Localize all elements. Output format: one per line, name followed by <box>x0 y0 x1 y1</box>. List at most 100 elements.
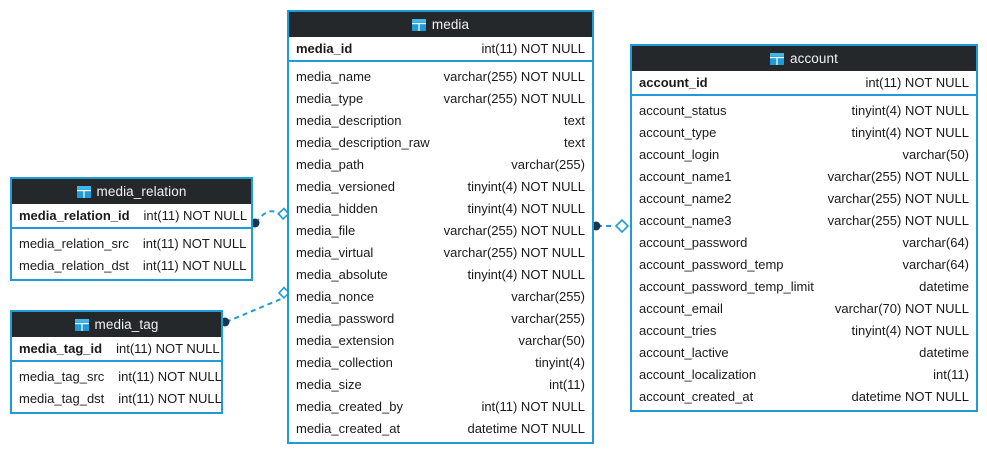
entity-media_tag-columns: media_tag_src int(11) NOT NULL media_tag_… <box>12 362 222 412</box>
table-row: media_hidden tinyint(4) NOT NULL <box>289 197 592 219</box>
column-type: int(11) <box>933 366 969 382</box>
table-row: account_name3 varchar(255) NOT NULL <box>632 209 976 231</box>
column-name: account_tries <box>639 322 717 338</box>
column-name: media_hidden <box>296 200 378 216</box>
column-name: account_login <box>639 146 720 162</box>
column-name: account_name3 <box>639 212 732 228</box>
column-name: media_virtual <box>296 244 374 260</box>
column-type: tinyint(4) NOT NULL <box>467 200 585 216</box>
column-type: datetime <box>919 278 969 294</box>
relationship-media-account[interactable] <box>591 218 630 234</box>
column-name: account_type <box>639 124 717 140</box>
table-row: media_versioned tinyint(4) NOT NULL <box>289 175 592 197</box>
column-name: media_tag_dst <box>19 390 105 406</box>
column-name: media_nonce <box>296 288 375 304</box>
column-name: account_email <box>639 300 723 316</box>
column-type: datetime <box>919 344 969 360</box>
column-name: account_password_temp_limit <box>639 278 814 294</box>
column-type: varchar(255) NOT NULL <box>827 212 969 228</box>
column-type: datetime NOT NULL <box>467 420 585 436</box>
table-row: media_size int(11) <box>289 373 592 395</box>
column-type: tinyint(4) NOT NULL <box>467 178 585 194</box>
table-icon <box>76 185 91 198</box>
table-row: account_email varchar(70) NOT NULL <box>632 297 976 319</box>
entity-media_tag-title: media_tag <box>94 317 159 332</box>
column-type: varchar(255) <box>511 310 585 326</box>
column-name: media_tag_src <box>19 368 105 384</box>
column-name: media_name <box>296 68 372 84</box>
table-row: account_password_temp_limit datetime <box>632 275 976 297</box>
column-type: int(11) NOT NULL <box>143 208 248 223</box>
column-type: int(11) <box>549 376 585 392</box>
table-icon <box>74 318 89 331</box>
column-name: account_created_at <box>639 388 754 404</box>
column-type: tinyint(4) NOT NULL <box>467 266 585 282</box>
column-type: varchar(255) NOT NULL <box>827 168 969 184</box>
entity-media_relation[interactable]: media_relation media_relation_id int(11)… <box>10 177 253 281</box>
entity-account[interactable]: account account_id int(11) NOT NULL acco… <box>630 44 978 412</box>
table-row: account_lactive datetime <box>632 341 976 363</box>
column-type: varchar(50) <box>902 146 969 162</box>
column-name: media_description <box>296 112 402 128</box>
entity-media_tag-header: media_tag <box>12 312 221 337</box>
column-type: datetime NOT NULL <box>851 388 969 404</box>
column-type: varchar(255) NOT NULL <box>443 244 585 260</box>
column-type: varchar(255) NOT NULL <box>827 190 969 206</box>
column-name: media_tag_id <box>19 341 103 356</box>
table-row: account_tries tinyint(4) NOT NULL <box>632 319 976 341</box>
entity-media[interactable]: media media_id int(11) NOT NULL media_na… <box>287 10 594 444</box>
column-type: tinyint(4) NOT NULL <box>851 322 969 338</box>
entity-media_relation-pk-row: media_relation_id int(11) NOT NULL <box>12 204 251 229</box>
table-icon <box>770 52 784 65</box>
column-name: media_versioned <box>296 178 396 194</box>
column-name: account_lactive <box>639 344 729 360</box>
column-type: int(11) NOT NULL <box>118 368 222 384</box>
column-name: account_name1 <box>639 168 732 184</box>
column-name: media_password <box>296 310 395 326</box>
column-name: account_localization <box>639 366 757 382</box>
column-name: media_created_by <box>296 398 403 414</box>
column-name: media_type <box>296 90 364 106</box>
entity-media_relation-title: media_relation <box>96 184 187 199</box>
column-type: varchar(64) <box>902 256 969 272</box>
column-name: media_created_at <box>296 420 401 436</box>
table-row: media_created_at datetime NOT NULL <box>289 417 592 439</box>
open-diamond-marker <box>614 218 630 234</box>
relationship-media_relation-media[interactable] <box>250 207 290 228</box>
table-row: account_password_temp varchar(64) <box>632 253 976 275</box>
column-name: media_relation_id <box>19 208 130 223</box>
column-name: account_password_temp <box>639 256 784 272</box>
column-type: text <box>564 134 585 150</box>
column-type: varchar(64) <box>902 234 969 250</box>
column-name: account_name2 <box>639 190 732 206</box>
column-type: varchar(70) NOT NULL <box>834 300 969 316</box>
relationship-media_tag-media[interactable] <box>220 286 291 327</box>
column-type: int(11) NOT NULL <box>116 341 220 356</box>
column-type: varchar(255) NOT NULL <box>443 222 585 238</box>
entity-media_tag[interactable]: media_tag media_tag_id int(11) NOT NULL … <box>10 310 223 414</box>
column-name: media_extension <box>296 332 395 348</box>
entity-media_tag-pk-row: media_tag_id int(11) NOT NULL <box>12 337 221 362</box>
column-type: text <box>564 112 585 128</box>
entity-media_relation-header: media_relation <box>12 179 251 204</box>
column-name: media_size <box>296 376 362 392</box>
column-type: tinyint(4) NOT NULL <box>851 124 969 140</box>
entity-media-columns: media_name varchar(255) NOT NULL media_ty… <box>289 62 592 442</box>
column-name: account_id <box>639 75 708 90</box>
entity-account-pk-row: account_id int(11) NOT NULL <box>632 71 976 96</box>
column-name: account_status <box>639 102 727 118</box>
